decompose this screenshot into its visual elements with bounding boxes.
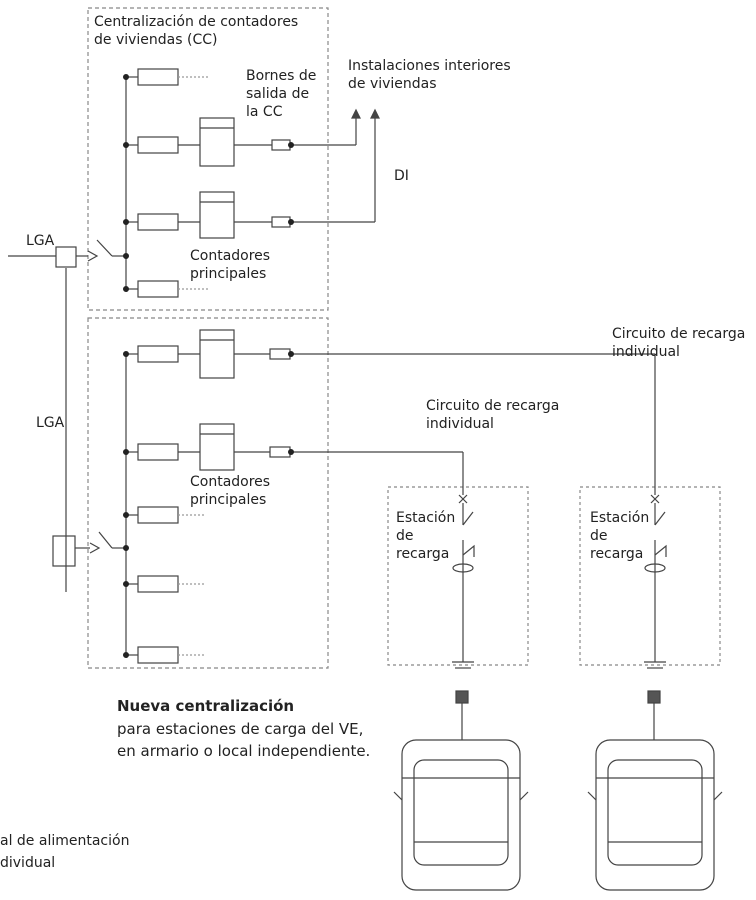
top-junction-box <box>55 246 77 268</box>
circuito-right-label: Circuito de recarga individual <box>612 326 746 360</box>
instalaciones-label: Instalaciones interiores de viviendas <box>348 58 511 92</box>
lga-top-label: LGA <box>26 233 55 249</box>
contadores-top-label: Contadores principales <box>190 248 271 282</box>
nueva-desc-label: para estaciones de carga del VE, en arma… <box>117 720 371 760</box>
footnote-label: al de alimentación dividual <box>0 833 130 871</box>
di-label: DI <box>394 168 409 184</box>
plug-2 <box>647 690 661 704</box>
station-1-switchgear <box>452 494 475 669</box>
station-1-enclosure <box>387 486 529 666</box>
nueva-title-label: Nueva centralización <box>117 697 295 715</box>
station-2-switchgear <box>644 494 667 669</box>
cc-enclosure <box>87 7 329 311</box>
station-2-enclosure <box>579 486 721 666</box>
car-1 <box>393 739 529 891</box>
contadores-bottom-label: Contadores principales <box>190 474 271 508</box>
bornes-label: Bornes de salida de la CC <box>246 68 317 120</box>
lga-mid-label: LGA <box>36 415 65 431</box>
estacion-1-label: Estación de recarga <box>396 510 456 562</box>
cc-title-label: Centralización de contadores de vivienda… <box>94 14 299 48</box>
new-centralization-enclosure <box>87 317 329 669</box>
plug-1 <box>455 690 469 704</box>
bottom-junction-box <box>52 535 76 567</box>
car-2 <box>587 739 723 891</box>
circuito-mid-label: Circuito de recarga individual <box>426 398 560 432</box>
estacion-2-label: Estación de recarga <box>590 510 650 562</box>
